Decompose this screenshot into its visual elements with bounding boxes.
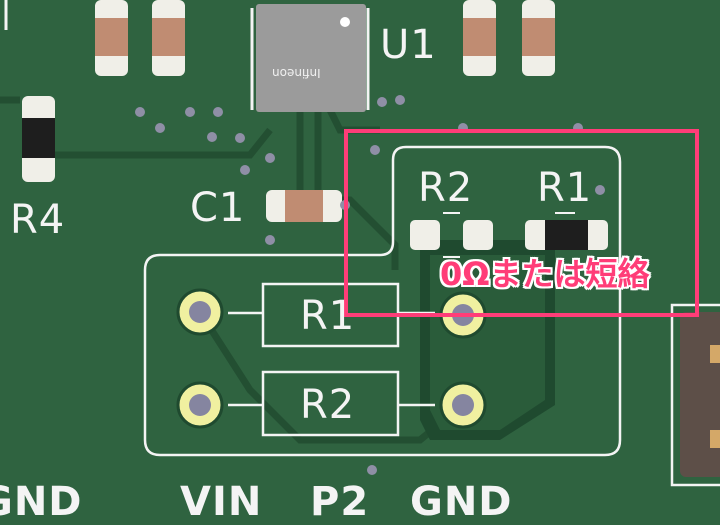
r2-smd-pads	[410, 212, 493, 258]
label-bottom-p2: P2	[310, 479, 370, 525]
tht-resistor-outlines	[228, 282, 435, 437]
label-r2-tht: R2	[300, 382, 356, 428]
label-r2-smd: R2	[418, 165, 474, 211]
label-bottom-vin: VIN	[180, 479, 263, 525]
chip-marking: Infineon	[272, 66, 321, 80]
label-u1: U1	[380, 22, 437, 68]
label-r1-tht: R1	[300, 293, 356, 339]
connector	[670, 303, 720, 487]
label-r4: R4	[10, 197, 66, 243]
r4-resistor	[22, 96, 55, 182]
smd-capacitors-top	[95, 0, 555, 76]
highlight-box	[344, 129, 699, 317]
label-bottom-gnd-right: GND	[410, 479, 513, 525]
copper-traces	[0, 96, 466, 444]
r1-smd-resistor	[525, 212, 608, 250]
annotation-text: 0Ωまたは短絡	[440, 255, 650, 293]
vias	[135, 95, 605, 475]
pcb-render	[0, 0, 720, 487]
board-outline-silk	[143, 145, 622, 457]
label-bottom-gnd-left: GND	[0, 479, 83, 525]
c1-capacitor	[266, 190, 342, 222]
u1-chip	[250, 4, 370, 112]
label-r1-smd: R1	[537, 165, 593, 211]
label-c1: C1	[190, 185, 246, 231]
